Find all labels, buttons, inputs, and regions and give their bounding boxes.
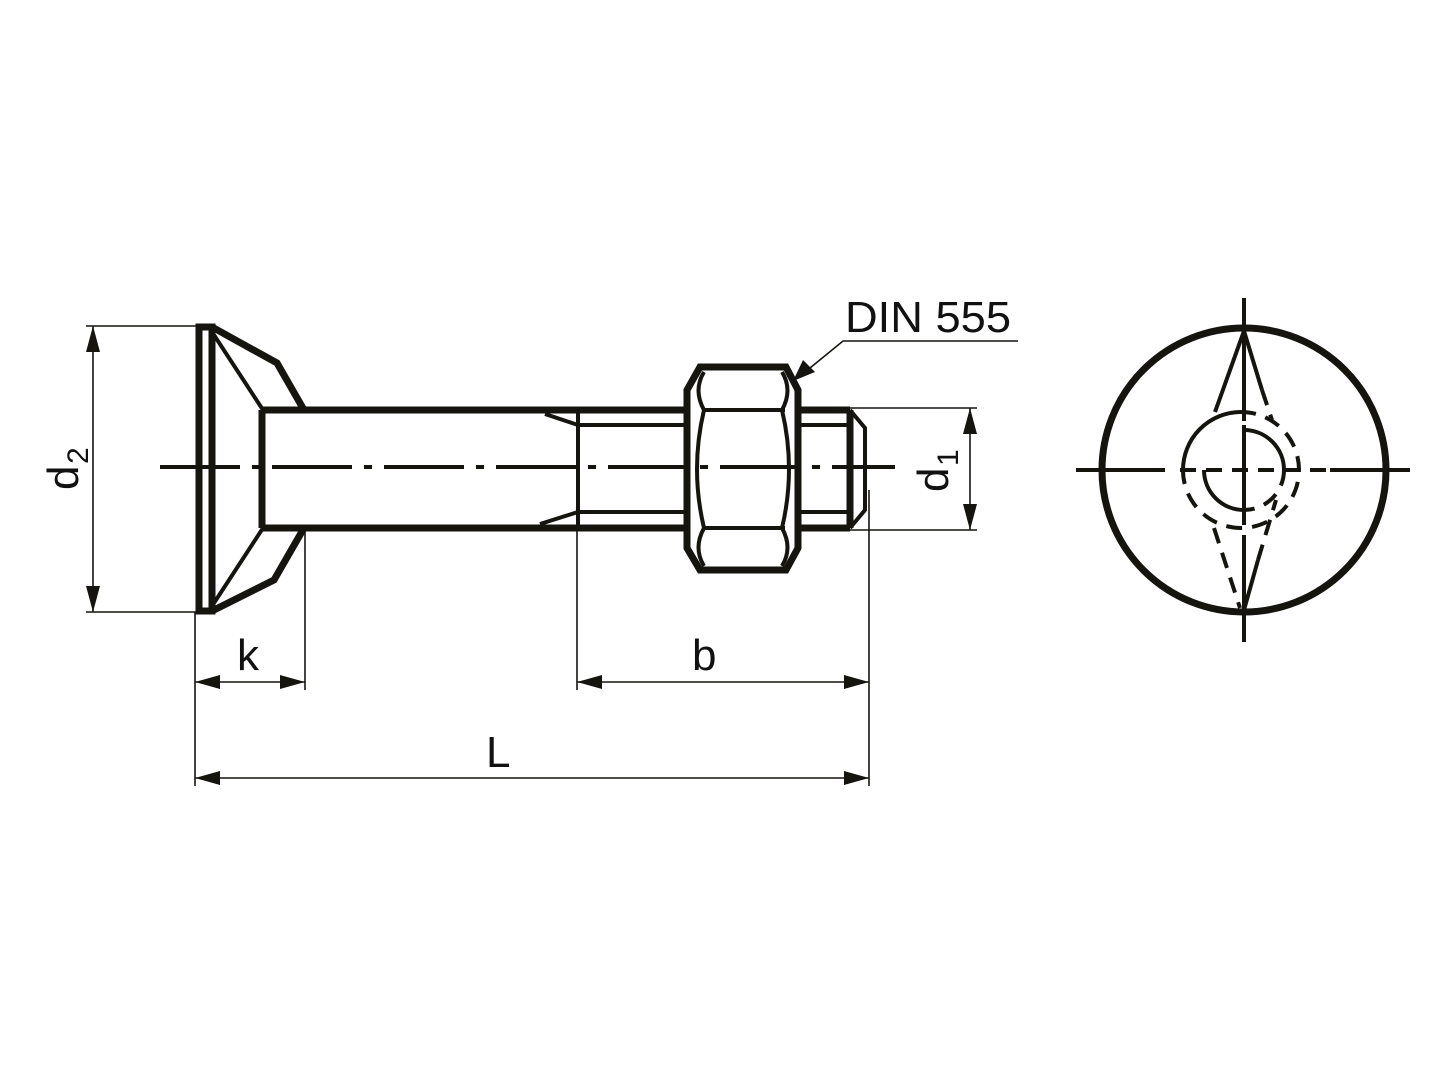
- leader-arrowhead: [793, 360, 815, 381]
- dimension-d1: d 1: [835, 407, 977, 531]
- d1-subscript: 1: [932, 449, 965, 466]
- d2-subscript: 2: [62, 447, 95, 464]
- dimension-d2: d 2: [39, 325, 197, 613]
- standard-label: DIN 555: [845, 293, 1011, 342]
- b-label: b: [692, 631, 716, 680]
- bolt-head: [195, 323, 308, 615]
- L-label: L: [486, 728, 510, 777]
- bolt-shank: [258, 406, 686, 532]
- bolt-end-view: [1076, 298, 1410, 642]
- thread-end: [800, 406, 867, 532]
- k-label: k: [237, 631, 260, 680]
- d2-label: d: [39, 466, 88, 490]
- bolt-side-view: [160, 323, 895, 615]
- dimension-L: L: [195, 728, 869, 785]
- hex-nut: [683, 363, 802, 574]
- extension-lines: [194, 490, 870, 786]
- dimension-b: b: [577, 631, 869, 689]
- din-555-callout: DIN 555: [793, 293, 1018, 381]
- d1-label: d: [909, 468, 958, 492]
- dimension-k: k: [195, 631, 305, 689]
